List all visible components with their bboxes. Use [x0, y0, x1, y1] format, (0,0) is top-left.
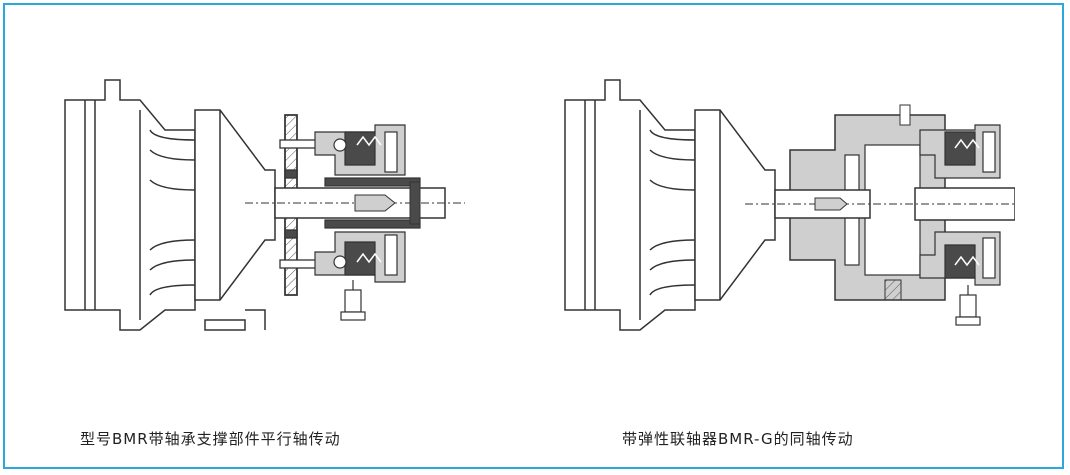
caption-right: 带弹性联轴器BMR-G的同轴传动 — [622, 430, 854, 448]
caption-left: 型号BMR带轴承支撑部件平行轴传动 — [80, 430, 341, 448]
diagram-bmr-parallel-shaft — [45, 70, 515, 350]
diagram-bmr-g-coaxial — [545, 70, 1015, 350]
